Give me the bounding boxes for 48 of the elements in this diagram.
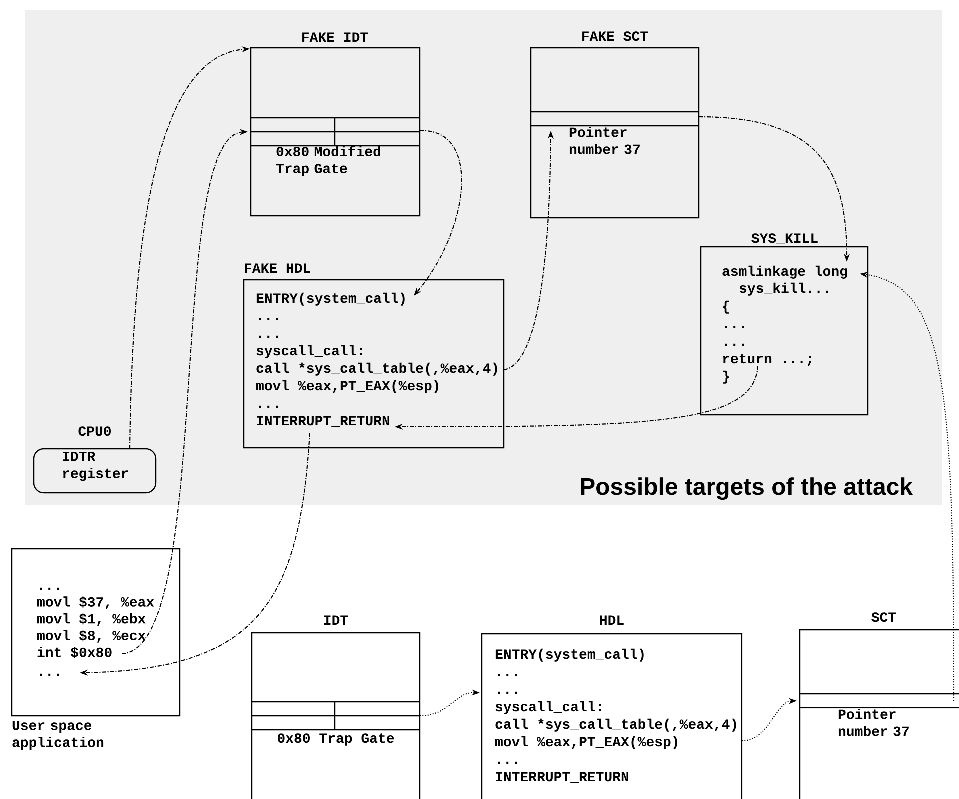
box-title: FAKE IDT xyxy=(302,32,368,42)
node-label: ... xyxy=(40,674,59,676)
table-box: 0x80 Modified Trap Gate xyxy=(250,47,421,217)
node-label: INTERRUPT_RETURN xyxy=(257,416,390,427)
node-label: ... xyxy=(498,674,517,676)
node-label: INTERRUPT_RETURN xyxy=(496,772,628,783)
box-title: SYS_KILL xyxy=(752,234,818,244)
table-box: Pointer number 37 xyxy=(530,47,700,219)
node-label: ... xyxy=(498,762,517,764)
node-label: movl $1, %ebx xyxy=(37,613,146,626)
node-label: movl %eax,PT_EAX(%esp) xyxy=(495,736,678,750)
node-label: ... xyxy=(259,318,278,320)
node-label: ... xyxy=(725,344,744,346)
code-box: ENTRY(system_call) ... ... syscall_call: call *sys_call_table(,%eax,4) movl %eax,PT_EAX(%esp) ... INTERRUPT_RETURN xyxy=(243,279,505,449)
node-label: syscall_call: xyxy=(256,345,362,358)
node-label: ... xyxy=(259,406,278,408)
region-title: Possible targets of the attack xyxy=(581,478,913,500)
node-label: call *sys_call_table(,%eax,4) xyxy=(496,718,736,732)
code-box: ... movl $37, %eax movl $1, %ebx movl $8, %ecx int $0x80 ... xyxy=(11,548,181,717)
code-box: asmlinkage long sys_kill... { ... ... return ...; } xyxy=(700,246,869,416)
box-title: SCT xyxy=(872,612,896,622)
node-label: int $0x80 xyxy=(38,646,112,658)
node-label: { xyxy=(723,300,730,314)
node-label: ... xyxy=(498,692,517,694)
node-label: sys_kill... xyxy=(740,282,828,296)
node-label: return ...; xyxy=(723,354,812,366)
box-title: HDL xyxy=(600,616,624,625)
node-label: ... xyxy=(725,326,744,328)
code-box: ENTRY(system_call) ... ... syscall_call: call *sys_call_table(,%eax,4) movl %eax,PT_EAX(%esp) ... INTERRUPT_RETURN xyxy=(481,633,743,799)
node-label: ENTRY(system_call) xyxy=(256,292,405,306)
box-title: FAKE HDL xyxy=(245,264,310,273)
box-title: FAKE SCT xyxy=(582,32,648,42)
node-label: ENTRY(system_call) xyxy=(496,648,644,662)
register-box: IDTR register xyxy=(33,448,157,494)
node-label: call *sys_call_table(,%eax,4) xyxy=(256,362,498,376)
box-title: CPU0 xyxy=(78,426,111,436)
node-label: asmlinkage long xyxy=(722,266,848,279)
table-box: Pointer number 37 xyxy=(799,629,959,799)
table-box: 0x80 Trap Gate xyxy=(251,632,421,799)
node-label: movl $8, %ecx xyxy=(37,630,146,643)
box-caption: User space application xyxy=(12,721,104,750)
box-title: IDT xyxy=(324,616,348,625)
node-label: syscall_call: xyxy=(496,701,601,714)
node-label: } xyxy=(723,370,730,384)
node-label: movl $37, %eax xyxy=(37,596,154,610)
node-label: ... xyxy=(40,588,59,590)
node-label: movl %eax,PT_EAX(%esp) xyxy=(256,380,438,394)
node-label: ... xyxy=(259,336,278,338)
